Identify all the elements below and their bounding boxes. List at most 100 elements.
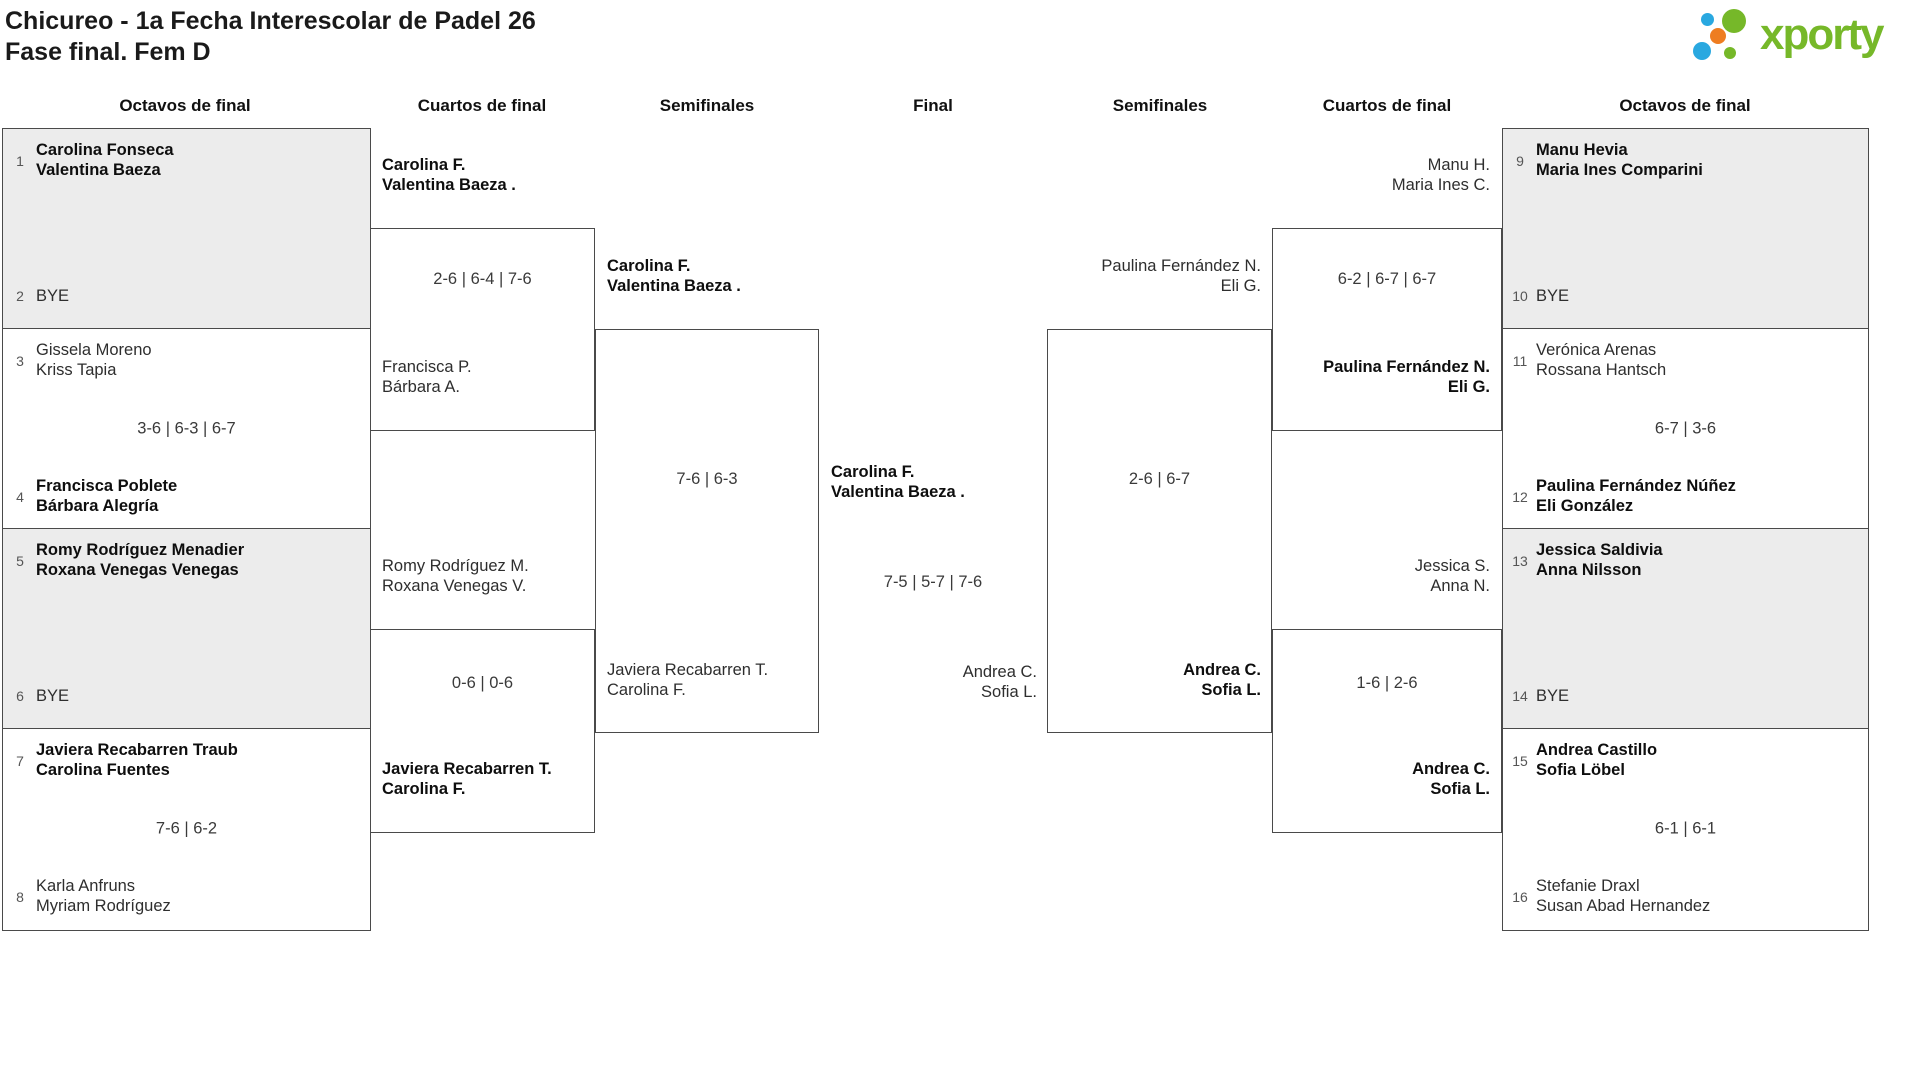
seed-number: 5 [16,552,24,569]
final-score: 7-5 | 5-7 | 7-6 [883,573,983,591]
player-name: Javiera Recabarren Traub [36,741,238,759]
player-name: Anna N. [1430,576,1490,595]
logo-dot-blue-icon [1701,13,1714,26]
match-score: 1-6 | 2-6 [1356,674,1418,692]
player-name: Manu H. [1427,156,1490,174]
final-winner-team: Carolina F. Valentina Baeza . [831,463,965,502]
player-name: Valentina Baeza . [831,482,965,501]
team-seed-4: 4 Francisca Poblete Bárbara Alegría [9,477,364,516]
cuartos-right-2-top-team: Jessica S. Anna N. [1272,557,1490,596]
match-score: 6-1 | 6-1 [1654,819,1717,837]
player-name: Gissela Moreno [36,341,152,359]
title-line1: Chicureo - 1a Fecha Interescolar de Pade… [5,7,536,35]
match-octavos-6: 11 Verónica Arenas Rossana Hantsch 6-7 |… [1503,329,1868,529]
xporty-logo[interactable]: xporty [1690,0,1915,72]
logo-dot-green2-icon [1724,47,1736,59]
semifinal-right-top-team: Paulina Fernández N. Eli G. [1047,257,1261,296]
team-seed-6-bye: 6 BYE [9,687,364,707]
match-octavos-3: 5 Romy Rodríguez Menadier Roxana Venegas… [3,529,370,729]
logo-text: xporty [1760,10,1884,59]
semifinal-right-box [1047,329,1272,733]
match-score: 2-6 | 6-7 [1128,470,1191,488]
player-name: Carolina Fuentes [36,760,170,779]
team-seed-8: 8 Karla Anfruns Myriam Rodríguez [9,877,364,916]
player-name: Andrea C. [1183,661,1261,679]
cuartos-left-1-bottom-team: Francisca P. Bárbara A. [382,358,472,397]
team-seed-1: 1 Carolina Fonseca Valentina Baeza [9,141,364,180]
seed-number: 7 [16,752,24,769]
cuartos-right-2-box [1272,629,1502,833]
player-name: Sofia L. [981,682,1037,701]
player-name: Romy Rodríguez M. [382,557,529,575]
player-name: Roxana Venegas Venegas [36,560,239,579]
seed-number: 10 [1512,288,1528,305]
semifinal-left-bottom-team: Javiera Recabarren T. Carolina F. [607,661,768,700]
player-name: Paulina Fernández Núñez [1536,477,1736,495]
match-score: 0-6 | 0-6 [451,674,514,692]
round-header-octavos-left: Octavos de final [119,96,251,115]
final-runnerup-team: Andrea C. Sofia L. [819,663,1037,702]
player-name: Valentina Baeza . [607,276,741,295]
round-header-semis-right: Semifinales [1112,96,1208,115]
match-octavos-5: 9 Manu Hevia Maria Ines Comparini 10 BYE [1503,129,1868,329]
player-name: Maria Ines Comparini [1536,160,1703,179]
player-name: Andrea C. [962,663,1037,681]
cuartos-right-1-box [1272,228,1502,431]
cuartos-right-1-top-team: Manu H. Maria Ines C. [1272,156,1490,195]
team-seed-13: 13 Jessica Saldivia Anna Nilsson [1509,541,1862,580]
cuartos-left-1-top-team: Carolina F. Valentina Baeza . [382,156,516,195]
player-name: Paulina Fernández N. [1323,358,1490,376]
player-name: Myriam Rodríguez [36,896,171,915]
bye-label: BYE [36,686,70,705]
cuartos-left-1-box [370,228,595,431]
seed-number: 4 [16,488,24,505]
player-name: Francisca Poblete [36,477,178,495]
seed-number: 15 [1512,752,1528,769]
semifinal-left-box [595,329,819,733]
player-name: Anna Nilsson [1536,560,1642,579]
team-seed-5: 5 Romy Rodríguez Menadier Roxana Venegas… [9,541,364,580]
match-score: 2-6 | 6-4 | 7-6 [433,270,532,288]
round-header-final: Final [913,96,953,115]
seed-number: 14 [1512,688,1528,705]
player-name: Eli González [1536,496,1634,515]
player-name: Carolina Fonseca [36,141,174,159]
team-seed-12: 12 Paulina Fernández Núñez Eli González [1509,477,1862,516]
player-name: Eli G. [1220,276,1261,295]
player-name: Maria Ines C. [1391,175,1490,194]
match-score: 7-6 | 6-3 [676,470,738,488]
player-name: Carolina F. [382,779,466,798]
player-name: Carolina F. [382,156,466,174]
team-seed-9: 9 Manu Hevia Maria Ines Comparini [1509,141,1862,180]
player-name: Jessica S. [1414,557,1490,575]
bye-label: BYE [1536,686,1570,705]
page-title: Chicureo - 1a Fecha Interescolar de Pade… [5,6,536,68]
logo-dot-blue2-icon [1693,42,1711,60]
match-octavos-1: 1 Carolina Fonseca Valentina Baeza 2 BYE [3,129,370,329]
match-octavos-7: 13 Jessica Saldivia Anna Nilsson 14 BYE [1503,529,1868,729]
round-header-cuartos-right: Cuartos de final [1322,96,1452,115]
team-seed-16: 16 Stefanie Draxl Susan Abad Hernandez [1509,877,1862,916]
logo-dot-green-icon [1722,9,1746,33]
player-name: Bárbara Alegría [36,496,159,515]
player-name: Andrea C. [1412,760,1490,778]
round-header-octavos-right: Octavos de final [1619,96,1751,115]
octavos-left-box: 1 Carolina Fonseca Valentina Baeza 2 BYE… [2,128,371,931]
semifinal-right-bottom-team: Andrea C. Sofia L. [1047,661,1261,700]
player-name: Francisca P. [382,358,472,376]
seed-number: 1 [16,152,24,169]
logo-dot-orange-icon [1710,28,1726,44]
seed-number: 12 [1512,488,1528,505]
bye-label: BYE [1536,286,1570,305]
seed-number: 13 [1512,552,1528,569]
player-name: Andrea Castillo [1536,741,1658,759]
cuartos-right-1-bottom-team: Paulina Fernández N. Eli G. [1272,358,1490,397]
player-name: Valentina Baeza . [382,175,516,194]
player-name: Karla Anfruns [36,877,136,895]
team-seed-7: 7 Javiera Recabarren Traub Carolina Fuen… [9,741,364,780]
player-name: Sofia Löbel [1536,760,1625,779]
match-score: 6-7 | 3-6 [1654,419,1717,437]
player-name: Carolina F. [831,463,915,481]
seed-number: 9 [1516,152,1524,169]
